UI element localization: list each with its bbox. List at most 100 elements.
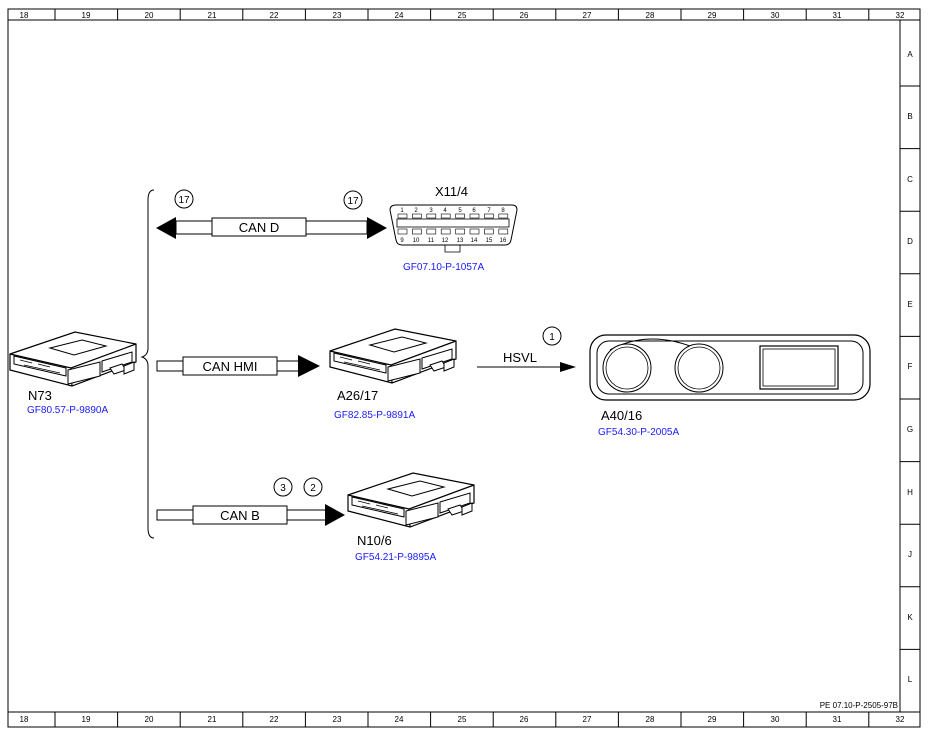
grid-col-top-29: 29: [708, 11, 717, 20]
grid-row-j: J: [908, 550, 912, 559]
x11-pin-socket: [426, 213, 437, 219]
can-d-label: CAN D: [239, 220, 279, 235]
grid-col-top-18: 18: [20, 11, 29, 20]
grid-row-h: H: [907, 488, 913, 497]
grid-col-top-26: 26: [520, 11, 529, 20]
grid-col-top-30: 30: [771, 11, 780, 20]
grid-row-b: B: [907, 112, 912, 121]
grid-col-bottom-21: 21: [208, 715, 217, 724]
a26-control-unit[interactable]: A26/17 GF82.85-P-9891A: [329, 328, 457, 421]
x11-pin-socket: [455, 228, 465, 235]
can-hmi-label: CAN HMI: [203, 359, 258, 374]
can-d-marker-right: [343, 190, 363, 210]
n10-reference-link[interactable]: GF54.21-P-9895A: [355, 552, 436, 563]
grid-col-top-31: 31: [833, 11, 842, 20]
grid-col-bottom-27: 27: [583, 715, 592, 724]
x11-pin-5: 5: [458, 208, 462, 214]
grid-col-bottom-20: 20: [145, 715, 154, 724]
grid-col-top-19: 19: [82, 11, 91, 20]
x11-pin-1: 1: [400, 208, 404, 214]
x11-pin-socket: [484, 213, 494, 219]
grid-column-labels: 18 19 20 21 22 23 24 25 26 27 28 29 30 3…: [20, 11, 905, 724]
x11-pin-socket: [397, 228, 408, 235]
x11-reference-link[interactable]: GF07.10-P-1057A: [403, 262, 484, 273]
a26-module-icon: [329, 328, 457, 384]
drawing-frame: [7, 8, 921, 728]
can-d-marker-left: [174, 189, 194, 209]
can-b-label-box: [192, 505, 288, 525]
a26-reference-link[interactable]: GF82.85-P-9891A: [334, 410, 415, 421]
grid-col-top-27: 27: [583, 11, 592, 20]
x11-pin-16: 16: [500, 238, 507, 244]
n10-name: N10/6: [357, 533, 392, 548]
n73-reference-link[interactable]: GF80.57-P-9890A: [27, 405, 108, 416]
can-d-arrowhead-left: [156, 217, 176, 239]
x11-pin-6: 6: [472, 208, 476, 214]
x11-pin-2: 2: [414, 208, 418, 214]
grid-col-bottom-19: 19: [82, 715, 91, 724]
can-b-marker-2-text: 2: [310, 483, 316, 494]
hsvl-label: HSVL: [503, 350, 537, 365]
a40-display-unit[interactable]: A40/16 GF54.30-P-2005A: [589, 334, 871, 438]
x11-pin-socket: [498, 213, 509, 219]
x11-pin-8: 8: [501, 208, 505, 214]
grid-row-k: K: [907, 613, 913, 622]
grid-row-l: L: [908, 675, 913, 684]
x11-pin-11: 11: [428, 238, 435, 244]
grid-col-bottom-28: 28: [646, 715, 655, 724]
grid-col-bottom-29: 29: [708, 715, 717, 724]
x11-pin-9: 9: [400, 238, 404, 244]
grid-col-top-24: 24: [395, 11, 404, 20]
grid-row-e: E: [907, 300, 912, 309]
grid-col-top-28: 28: [646, 11, 655, 20]
x11-diagnostic-connector[interactable]: X11/4 1 2 3 4 5 6 7 8 9 10 11 12 13 14 1…: [389, 184, 518, 273]
x11-pin-13: 13: [457, 238, 464, 244]
x11-pin-10: 10: [413, 238, 420, 244]
can-d-marker-right-text: 17: [347, 196, 359, 207]
hsvl-marker: [542, 326, 562, 346]
x11-pin-socket: [469, 213, 480, 219]
x11-pin-socket: [469, 228, 480, 235]
x11-pin-socket: [397, 213, 408, 219]
grid-col-top-21: 21: [208, 11, 217, 20]
grid-col-bottom-22: 22: [270, 715, 279, 724]
grid-row-d: D: [907, 237, 913, 246]
n73-module-icon: [9, 331, 137, 387]
a40-reference-link[interactable]: GF54.30-P-2005A: [598, 427, 679, 438]
grid-col-bottom-26: 26: [520, 715, 529, 724]
grid-col-top-20: 20: [145, 11, 154, 20]
x11-pin-bridge: [444, 245, 461, 253]
x11-pin-4: 4: [443, 208, 447, 214]
grid-col-bottom-32: 32: [896, 715, 905, 724]
can-d-arrowhead-right: [367, 217, 387, 239]
x11-pin-socket: [412, 228, 422, 235]
grid-col-bottom-18: 18: [20, 715, 29, 724]
can-b-label: CAN B: [220, 508, 260, 523]
can-b-marker-2: [303, 477, 323, 497]
grid-row-labels: A B C D E F G H J K L: [907, 50, 913, 684]
x11-pin-12: 12: [442, 238, 449, 244]
x11-pin-3: 3: [429, 208, 433, 214]
x11-pin-socket: [484, 228, 494, 235]
n10-module-icon: [347, 472, 475, 528]
x11-pin-socket: [440, 228, 451, 235]
a40-right-gauge: [674, 343, 724, 393]
x11-pin-socket: [426, 228, 437, 235]
grid-col-bottom-25: 25: [458, 715, 467, 724]
can-hmi-bus: CAN HMI: [156, 355, 320, 377]
x11-pin-socket: [455, 213, 465, 219]
hsvl-line: HSVL 1: [477, 326, 576, 372]
can-b-bus: CAN B 3 2: [156, 477, 345, 526]
x11-pin-7: 7: [487, 208, 491, 214]
grid-col-top-32: 32: [896, 11, 905, 20]
document-id: PE 07.10-P-2505-97B: [820, 701, 898, 710]
can-b-marker-3-text: 3: [280, 483, 286, 494]
grid-col-bottom-30: 30: [771, 715, 780, 724]
n73-control-unit[interactable]: N73 GF80.57-P-9890A: [9, 331, 137, 416]
can-b-marker-3: [273, 477, 293, 497]
grid-col-bottom-24: 24: [395, 715, 404, 724]
grid-row-g: G: [907, 425, 913, 434]
grid-col-bottom-31: 31: [833, 715, 842, 724]
n10-control-unit[interactable]: N10/6 GF54.21-P-9895A: [347, 472, 475, 563]
x11-name: X11/4: [435, 184, 468, 199]
